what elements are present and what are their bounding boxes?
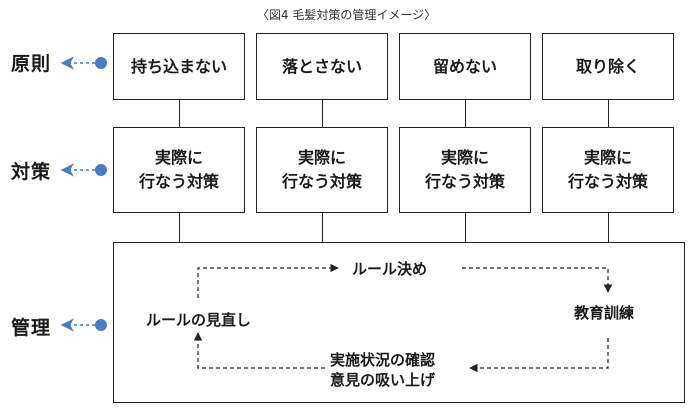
- principle-connector: [60, 56, 107, 70]
- principle-box-4: 取り除く: [542, 33, 674, 100]
- row-label-measure: 対策: [11, 161, 52, 183]
- measure-connector: [60, 163, 107, 177]
- measure-box-3: 実際に 行なう対策: [399, 127, 531, 213]
- principle-label: 落とさない: [281, 56, 362, 76]
- connector-line: [322, 99, 323, 128]
- principle-box-2: 落とさない: [256, 33, 388, 100]
- cycle-arrow-bottom-left: [193, 332, 325, 369]
- principle-label: 取り除く: [575, 56, 640, 76]
- cycle-rule-decision: ルール決め: [352, 260, 428, 278]
- cycle-check: 実施状況の確認 意見の吸い上げ: [330, 351, 436, 389]
- row-label-principle: 原則: [11, 53, 52, 75]
- figure-caption: 〈図4 毛髪対策の管理イメージ〉: [256, 8, 437, 22]
- management-connector: [60, 318, 107, 332]
- principle-label: 持ち込まない: [130, 56, 227, 76]
- cycle-arrow-top-right: [462, 267, 613, 293]
- principle-box-3: 留めない: [399, 33, 531, 100]
- connector-line: [322, 212, 323, 243]
- connector-line: [465, 99, 466, 128]
- cycle-arrow-top-left: [197, 263, 339, 298]
- measure-label: 実際に 行なう対策: [424, 148, 505, 191]
- measure-box-1: 実際に 行なう対策: [113, 127, 245, 213]
- cycle-arrow-bottom-right: [469, 338, 609, 373]
- measure-label: 実際に 行なう対策: [567, 148, 648, 191]
- management-box: ルール決め 教育訓練 実施状況の確認 意見の吸い上げ ルールの見直し: [113, 242, 685, 403]
- cycle-review: ルールの見直し: [146, 311, 252, 329]
- row-label-management: 管理: [11, 317, 52, 339]
- measure-box-4: 実際に 行なう対策: [542, 127, 674, 213]
- connector-line: [608, 212, 609, 243]
- cycle-education: 教育訓練: [574, 304, 635, 322]
- connector-line: [179, 99, 180, 128]
- principle-box-1: 持ち込まない: [113, 33, 245, 100]
- connector-line: [608, 99, 609, 128]
- measure-box-2: 実際に 行なう対策: [256, 127, 388, 213]
- connector-line: [179, 212, 180, 243]
- measure-label: 実際に 行なう対策: [138, 148, 219, 191]
- principle-label: 留めない: [432, 56, 497, 76]
- connector-line: [465, 212, 466, 243]
- measure-label: 実際に 行なう対策: [281, 148, 362, 191]
